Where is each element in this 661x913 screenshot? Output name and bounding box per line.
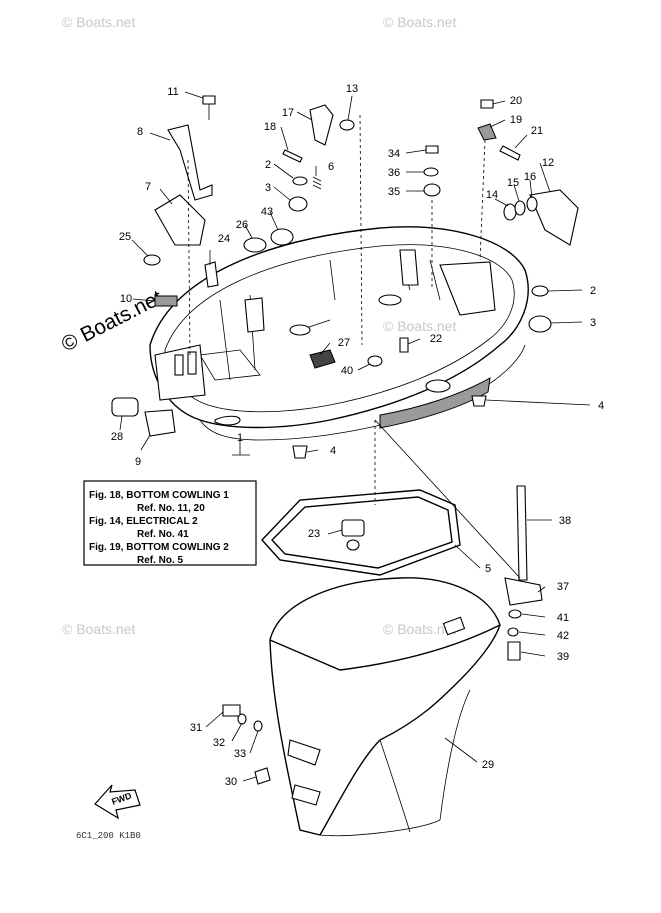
ref-line-5: Fig. 19, BOTTOM COWLING 2 xyxy=(89,542,229,553)
bottom-cowling-upper xyxy=(149,226,529,441)
watermark-lower-left: © Boats.net xyxy=(62,621,135,637)
callout-20: 20 xyxy=(510,95,522,107)
callout-37: 37 xyxy=(557,581,569,593)
cowling-seal xyxy=(261,489,461,576)
callout-5: 5 xyxy=(485,563,491,575)
callout-42: 42 xyxy=(557,630,569,642)
ref-line-3: Fig. 14, ELECTRICAL 2 xyxy=(89,516,198,527)
reference-box: Fig. 18, BOTTOM COWLING 1 Ref. No. 11, 2… xyxy=(83,480,257,566)
callout-13: 13 xyxy=(346,83,358,95)
callout-11: 11 xyxy=(167,86,178,98)
callout-10: 10 xyxy=(120,293,132,305)
callout-43: 43 xyxy=(261,206,273,218)
fwd-arrow: FWD xyxy=(94,784,141,820)
callouts: 1 2 2 3 3 4 4 5 6 7 8 9 10 11 12 13 14 1… xyxy=(111,83,604,788)
callout-38: 38 xyxy=(559,515,571,527)
callout-2-left: 2 xyxy=(265,159,271,171)
callout-30: 30 xyxy=(225,776,237,788)
callout-9: 9 xyxy=(135,456,141,468)
callout-4-right: 4 xyxy=(598,400,604,412)
bottom-cowling-lower xyxy=(269,577,501,837)
callout-4-center: 4 xyxy=(330,445,336,457)
callout-27: 27 xyxy=(338,337,350,349)
callout-28: 28 xyxy=(111,431,123,443)
callout-39: 39 xyxy=(557,651,569,663)
callout-33: 33 xyxy=(234,748,246,760)
callout-29: 29 xyxy=(482,759,494,771)
ref-line-4: Ref. No. 41 xyxy=(137,529,189,540)
leader-lines xyxy=(119,91,591,782)
callout-6: 6 xyxy=(328,161,334,173)
callout-21: 21 xyxy=(531,125,543,137)
callout-24: 24 xyxy=(218,233,230,245)
callout-22: 22 xyxy=(430,333,442,345)
callout-1: 1 xyxy=(237,432,243,444)
callout-31: 31 xyxy=(190,722,202,734)
diagram-code: 6C1_200 K1B0 xyxy=(76,831,141,841)
callout-32: 32 xyxy=(213,737,225,749)
callout-36: 36 xyxy=(388,167,400,179)
callout-26: 26 xyxy=(236,219,248,231)
ref-line-6: Ref. No. 5 xyxy=(137,555,184,566)
callout-14: 14 xyxy=(486,189,498,201)
ref-line-2: Ref. No. 11, 20 xyxy=(137,503,205,514)
watermark-mid-right: © Boats.net xyxy=(383,318,456,334)
callout-19: 19 xyxy=(510,114,522,126)
watermark-top-right: © Boats.net xyxy=(383,14,456,30)
callout-7: 7 xyxy=(145,181,151,193)
callout-41: 41 xyxy=(557,612,569,624)
callout-23: 23 xyxy=(308,528,320,540)
callout-2-right: 2 xyxy=(590,285,596,297)
callout-17: 17 xyxy=(282,107,294,119)
watermark-top-left: © Boats.net xyxy=(62,14,135,30)
callout-16: 16 xyxy=(524,171,536,183)
callout-3-right: 3 xyxy=(590,317,596,329)
callout-12: 12 xyxy=(542,157,554,169)
small-parts xyxy=(111,95,579,785)
callout-15: 15 xyxy=(507,177,519,189)
callout-8: 8 xyxy=(137,126,143,138)
ref-line-1: Fig. 18, BOTTOM COWLING 1 xyxy=(89,490,229,501)
watermark-lower-right: © Boats.net xyxy=(383,621,456,637)
callout-18: 18 xyxy=(264,121,276,133)
callout-40: 40 xyxy=(341,365,353,377)
callout-3-left: 3 xyxy=(265,182,271,194)
callout-35: 35 xyxy=(388,186,400,198)
callout-25: 25 xyxy=(119,231,131,243)
callout-34: 34 xyxy=(388,148,400,160)
